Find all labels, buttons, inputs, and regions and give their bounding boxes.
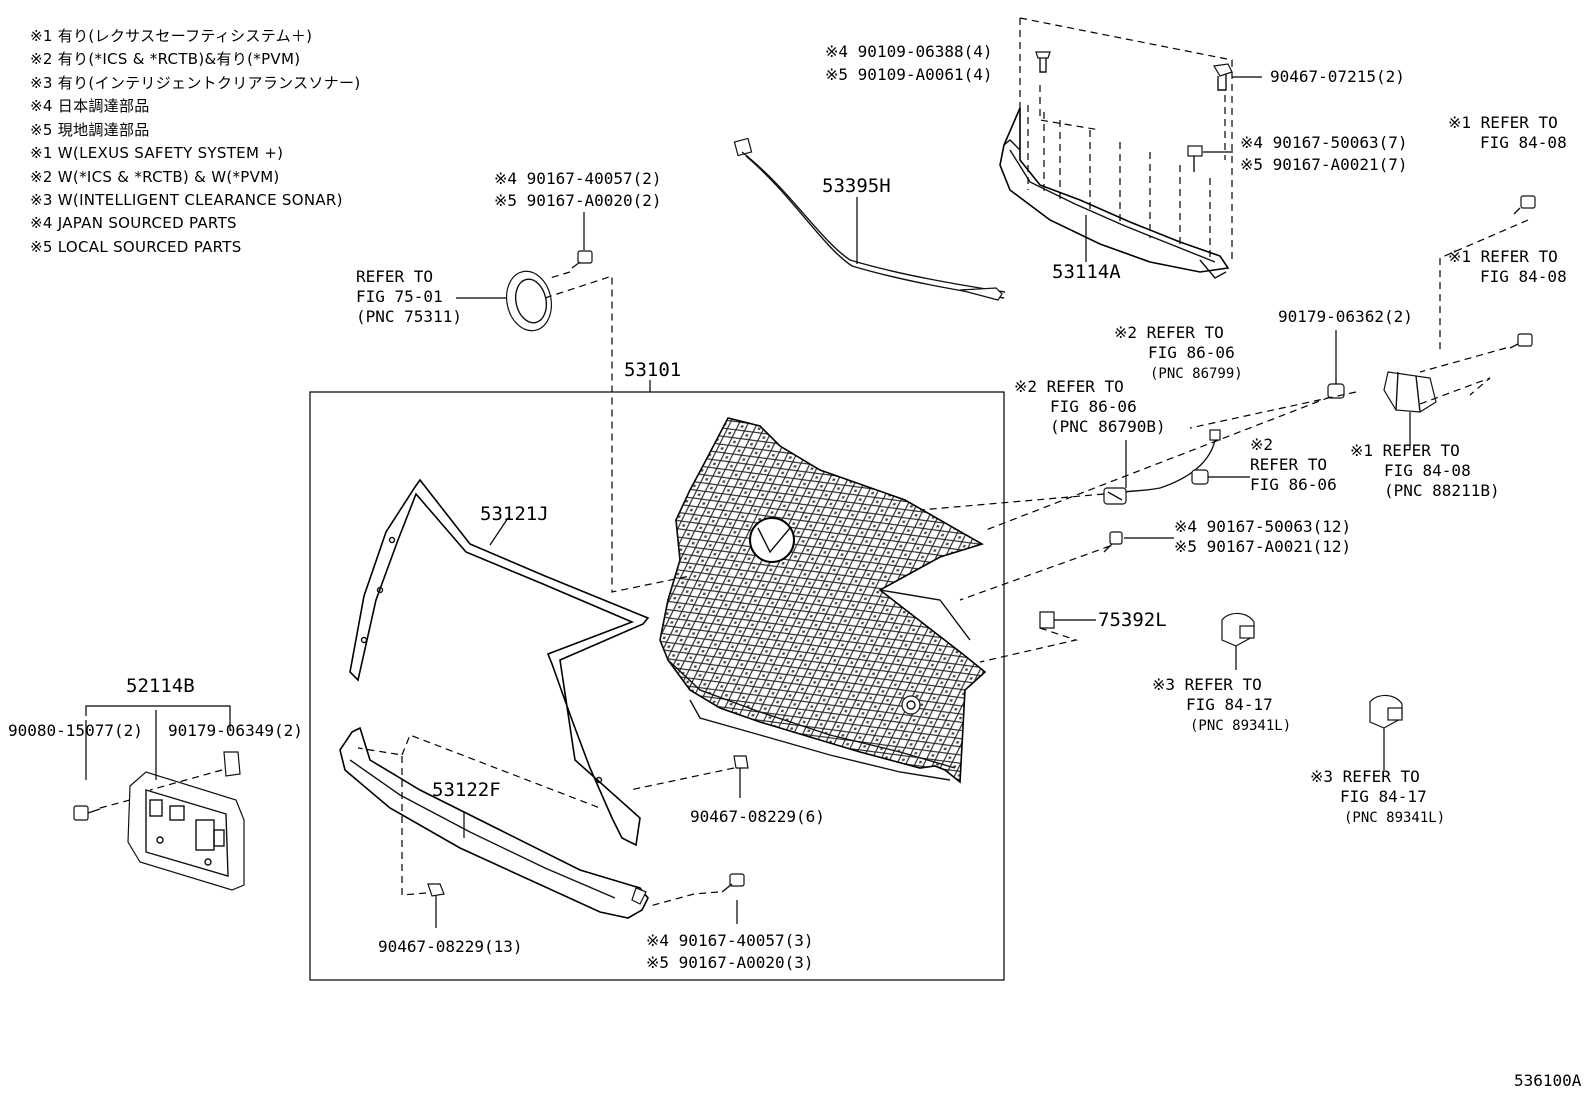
- molding-strip-part: [733, 137, 1006, 301]
- label-90467-08229-13: 90467-08229(13): [378, 937, 523, 956]
- lower-molding-part: [339, 726, 649, 919]
- label-refer-84-17-b-pnc: (PNC 89341L): [1344, 810, 1445, 826]
- label-90167-50063-7: ※4 90167-50063(7): [1240, 133, 1408, 152]
- label-refer-84-08-top: ※1 REFER TO: [1448, 113, 1558, 132]
- license-bracket-part: [127, 771, 245, 891]
- bolt-refer-84-08-mid-icon: [1509, 333, 1533, 349]
- bolt-90167-40057-2-icon: [571, 250, 593, 269]
- label-52114B: 52114B: [126, 675, 195, 697]
- label-refer-75-01: REFER TO: [356, 267, 433, 286]
- sonar-sensor-b-part: [1369, 694, 1403, 770]
- bracket-90179-06362-icon: [1327, 330, 1345, 399]
- legend-note: ※4 JAPAN SOURCED PARTS: [30, 214, 237, 232]
- label-refer-86-06-fig: FIG 86-06: [1250, 475, 1337, 494]
- label-refer-86-06-note: ※2: [1250, 435, 1273, 454]
- label-refer-86790b-fig: FIG 86-06: [1050, 397, 1137, 416]
- radiator-grille-part: [659, 417, 987, 784]
- label-refer-84-08-mid: ※1 REFER TO: [1448, 247, 1558, 266]
- bolt-90080-15077-icon: [73, 805, 101, 821]
- label-refer-86790b: ※2 REFER TO: [1014, 377, 1124, 396]
- legend-note: ※1 有り(レクサスセーフティシステム＋): [30, 27, 313, 45]
- assembly-box-53101: [309, 391, 1005, 981]
- emblem-part: [505, 270, 553, 332]
- label-90167-A0020-3: ※5 90167-A0020(3): [646, 953, 814, 972]
- label-refer-86799-fig: FIG 86-06: [1148, 343, 1235, 362]
- legend-note: ※4 日本調達部品: [30, 97, 150, 115]
- label-refer-84-17-b-fig: FIG 84-17: [1340, 787, 1427, 806]
- label-refer-84-17-a: ※3 REFER TO: [1152, 675, 1262, 694]
- label-90109-06388: ※4 90109-06388(4): [825, 42, 993, 61]
- label-refer-84-08-mid-fig: FIG 84-08: [1480, 267, 1567, 286]
- label-refer-86790b-pnc: (PNC 86790B): [1050, 417, 1166, 436]
- clip-75392L-icon: [1039, 611, 1096, 629]
- label-refer-84-17-a-fig: FIG 84-17: [1186, 695, 1273, 714]
- figure-code: 536100A: [1514, 1071, 1582, 1090]
- label-90167-A0021-12: ※5 90167-A0021(12): [1174, 537, 1351, 556]
- legend-note: ※5 LOCAL SOURCED PARTS: [30, 238, 242, 256]
- label-90467-07215: 90467-07215(2): [1270, 67, 1405, 86]
- label-90167-40057-3: ※4 90167-40057(3): [646, 931, 814, 950]
- bolt-90167-40057-3-icon: [721, 873, 745, 893]
- legend-note: ※3 W(INTELLIGENT CLEARANCE SONAR): [30, 191, 343, 209]
- camera-harness-part: [1103, 429, 1221, 505]
- clip-90109-icon: [1035, 51, 1051, 73]
- camera-part-86-06-icon: [1191, 469, 1250, 485]
- label-90167-A0021-7: ※5 90167-A0021(7): [1240, 155, 1408, 174]
- label-53114A: 53114A: [1052, 261, 1121, 283]
- legend-note: ※3 有り(インテリジェントクリアランスソナー): [30, 74, 361, 92]
- label-90167-40057-2: ※4 90167-40057(2): [494, 169, 662, 188]
- clip-90467-07215-icon: [1213, 63, 1233, 91]
- grille-molding-part: [349, 478, 650, 847]
- label-refer-84-17-b: ※3 REFER TO: [1310, 767, 1420, 786]
- label-53121J: 53121J: [480, 503, 549, 525]
- label-refer-86799: ※2 REFER TO: [1114, 323, 1224, 342]
- label-90109-A0061: ※5 90109-A0061(4): [825, 65, 993, 84]
- label-refer-84-08-top-fig: FIG 84-08: [1480, 133, 1567, 152]
- label-53101: 53101: [624, 359, 681, 381]
- label-53395H: 53395H: [822, 175, 891, 197]
- bolt-refer-84-08-top-icon: [1513, 195, 1536, 215]
- bolt-90167-50063-12-icon: [1103, 531, 1123, 553]
- label-90467-08229-6: 90467-08229(6): [690, 807, 825, 826]
- grille-support-part: [999, 107, 1230, 279]
- label-90167-50063-12: ※4 90167-50063(12): [1174, 517, 1351, 536]
- radar-sensor-part: [1383, 371, 1437, 450]
- label-refer-88211b-pnc: (PNC 88211B): [1384, 481, 1500, 500]
- label-75392L: 75392L: [1098, 609, 1167, 631]
- label-refer-88211b: ※1 REFER TO: [1350, 441, 1460, 460]
- clip-90179-06349-icon: [223, 751, 241, 777]
- clip-90467-08229-6-icon: [733, 755, 749, 798]
- label-refer-84-17-a-pnc: (PNC 89341L): [1190, 718, 1291, 734]
- label-53122F: 53122F: [432, 779, 501, 801]
- bolt-90167-50063-icon: [1187, 145, 1203, 172]
- label-refer-75-01-pnc: (PNC 75311): [356, 307, 462, 326]
- label-90179-06362: 90179-06362(2): [1278, 307, 1413, 326]
- support-guide-lines: [1019, 17, 1233, 264]
- legend-note: ※2 有り(*ICS & *RCTB)&有り(*PVM): [30, 50, 301, 68]
- label-refer-88211b-fig: FIG 84-08: [1384, 461, 1471, 480]
- sonar-sensor-a-part: [1221, 612, 1255, 670]
- clip-90467-08229-13-icon: [427, 883, 445, 928]
- label-refer-75-01-fig: FIG 75-01: [356, 287, 443, 306]
- label-refer-86-06: REFER TO: [1250, 455, 1327, 474]
- label-90179-06349: 90179-06349(2): [168, 721, 303, 740]
- part-labels: ※4 90109-06388(4) ※5 90109-A0061(4) 9046…: [8, 42, 1582, 1090]
- label-90167-A0020-2: ※5 90167-A0020(2): [494, 191, 662, 210]
- legend-note: ※2 W(*ICS & *RCTB) & W(*PVM): [30, 168, 280, 186]
- label-90080-15077: 90080-15077(2): [8, 721, 143, 740]
- label-refer-86799-pnc: (PNC 86799): [1150, 366, 1243, 382]
- legend-note: ※5 現地調達部品: [30, 121, 150, 139]
- legend-note: ※1 W(LEXUS SAFETY SYSTEM +): [30, 144, 284, 162]
